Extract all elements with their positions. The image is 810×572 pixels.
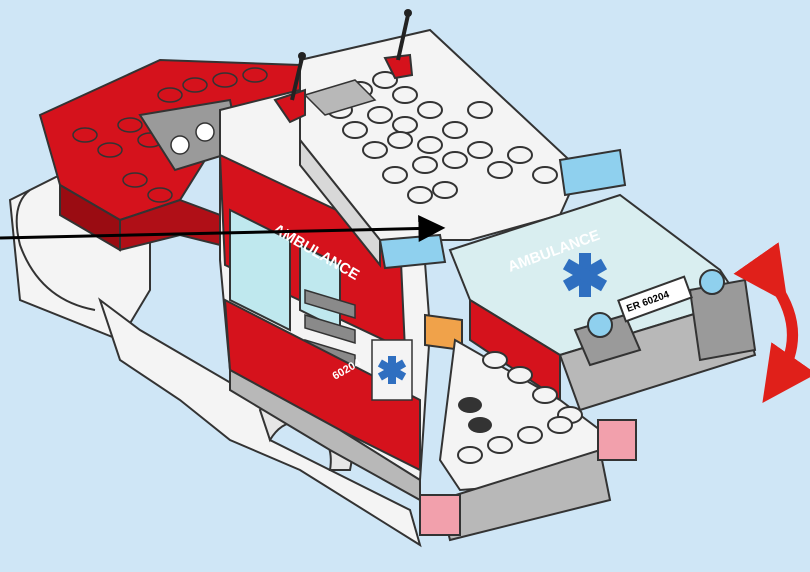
curved-double-arrow-icon <box>775 285 793 385</box>
corner-light-left <box>380 235 445 268</box>
corner-light-right <box>560 150 625 195</box>
